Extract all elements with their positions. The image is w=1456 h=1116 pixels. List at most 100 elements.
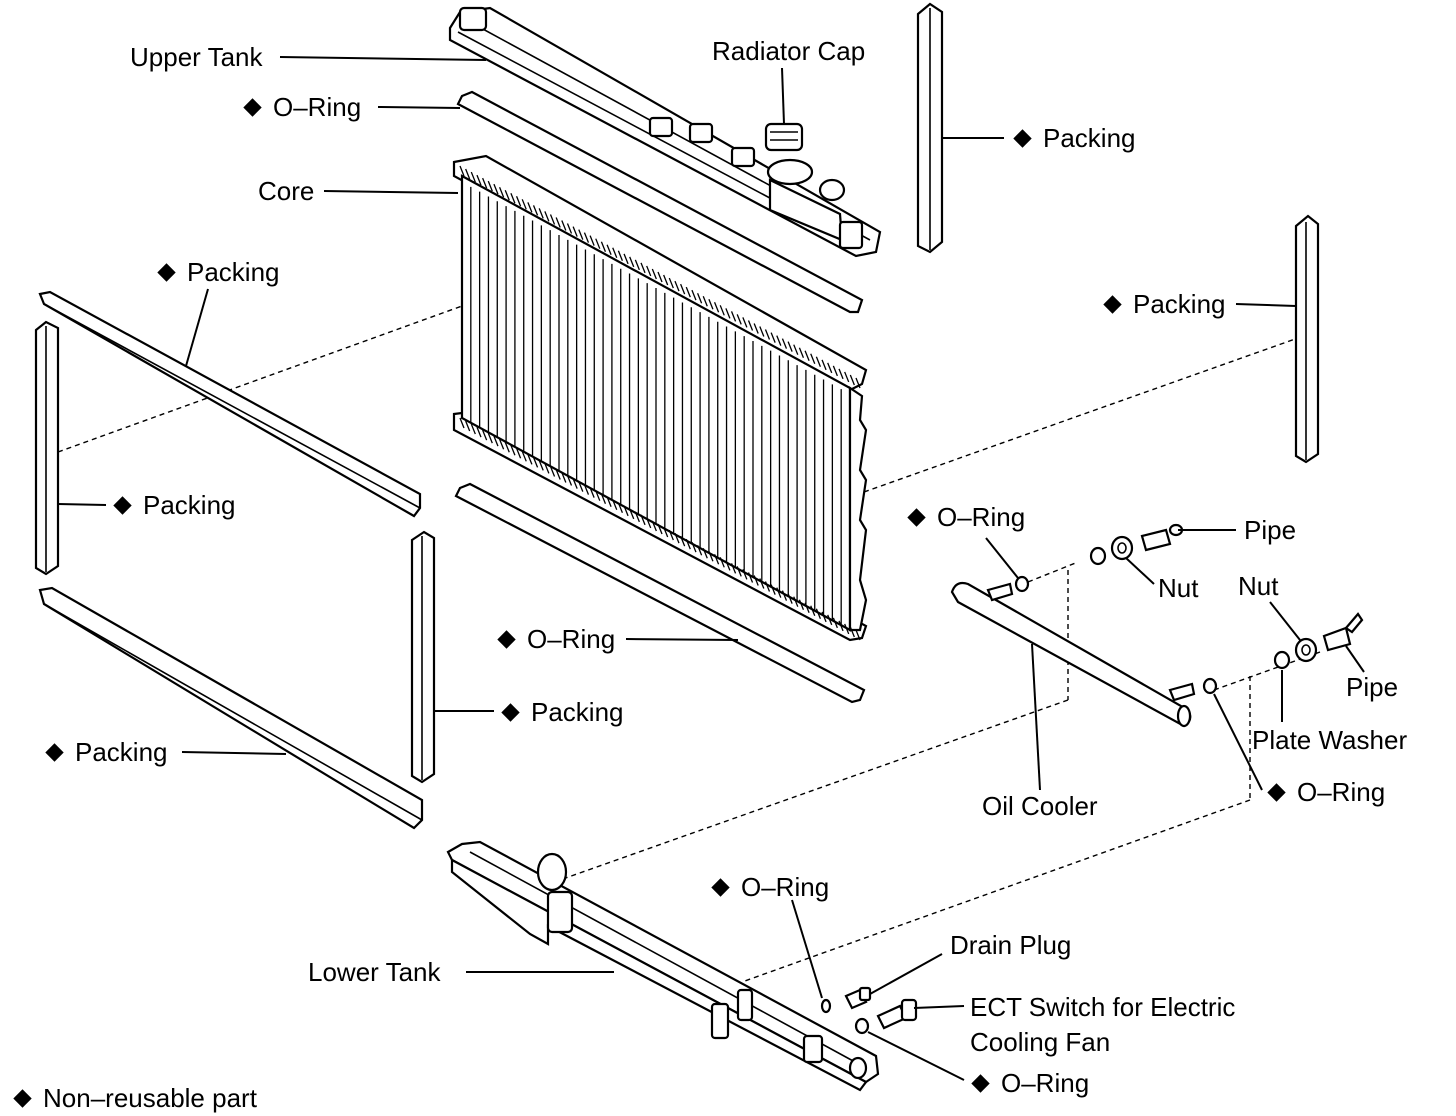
core-tooth	[844, 371, 850, 383]
core-tooth	[504, 441, 510, 453]
label-nut-lower: Nut	[1238, 571, 1279, 601]
core-tooth	[595, 490, 601, 501]
core-tooth	[736, 314, 742, 325]
core-tooth	[730, 563, 737, 574]
core-tooth	[515, 448, 522, 459]
core-tooth	[685, 538, 691, 550]
non-reusable-diamond-icon	[1103, 295, 1122, 314]
core-tooth	[634, 259, 640, 271]
core-tooth	[810, 353, 816, 365]
core-tooth	[815, 608, 822, 620]
label-oil-cooler: Oil Cooler	[982, 791, 1098, 821]
core-tooth	[606, 496, 612, 507]
core-tooth	[787, 341, 793, 352]
core-tooth	[855, 629, 861, 641]
core-tooth	[781, 338, 788, 349]
core-tooth	[482, 177, 488, 189]
core-tooth	[487, 432, 493, 444]
core-tooth	[685, 286, 691, 298]
core-tooth	[832, 365, 838, 377]
core-tooth	[713, 302, 720, 313]
core-teeth-bottom	[459, 417, 861, 641]
core-tooth	[572, 226, 578, 237]
label-packing-left-vertical: Packing	[113, 490, 236, 520]
core-tooth	[764, 329, 771, 340]
core-tooth	[583, 232, 590, 243]
core-tooth	[515, 196, 522, 207]
core-tooth	[759, 578, 765, 589]
core-tooth	[538, 208, 544, 219]
label-o-ring-plate: O–Ring	[1267, 777, 1385, 807]
label-o-ring-oil-cooler: O–Ring	[907, 502, 1025, 532]
core-tooth	[561, 220, 567, 231]
core-tooth	[555, 469, 561, 480]
label-o-ring-ect: O–Ring	[971, 1068, 1089, 1098]
drain-plug	[844, 986, 872, 1010]
ect-switch	[876, 998, 918, 1030]
non-reusable-diamond-icon	[113, 496, 132, 515]
core-tooth	[538, 460, 544, 471]
core-tooth	[527, 202, 533, 213]
core-tooth	[549, 466, 556, 477]
core-tooth	[844, 623, 850, 635]
core-tooth	[793, 344, 799, 355]
core-tooth	[521, 199, 527, 210]
core-tooth	[623, 253, 629, 265]
core-tooth	[629, 256, 635, 268]
label-packing-bottom-left: Packing	[45, 737, 168, 767]
core-tooth	[532, 205, 539, 216]
non-reusable-diamond-icon	[13, 1089, 32, 1108]
core-tooth	[510, 193, 516, 204]
label-ect-switch-line1: ECT Switch for Electric	[970, 992, 1236, 1022]
core-tooth	[747, 320, 754, 331]
core-tooth	[696, 544, 703, 556]
core-tooth	[657, 271, 663, 283]
label-o-ring-upper: O–Ring	[243, 92, 361, 122]
label-plate-washer: Plate Washer	[1252, 725, 1408, 755]
core-tooth	[640, 262, 646, 274]
core-tooth	[561, 472, 567, 483]
packing-upper-left-horizontal	[38, 290, 422, 518]
core-tooth	[617, 502, 624, 514]
label-packing-upper-left: Packing	[157, 257, 280, 287]
core-tooth	[838, 620, 844, 632]
core-tooth	[832, 617, 838, 629]
core-tooth	[770, 584, 776, 595]
core-tooth	[849, 626, 855, 638]
core-tooth	[482, 429, 488, 441]
core-tooth	[527, 454, 533, 465]
core-tooth	[600, 493, 607, 504]
core-tooth	[747, 572, 754, 583]
oil-cooler	[950, 581, 1196, 728]
core-tooth	[459, 417, 465, 429]
core-tooth	[696, 292, 703, 304]
core-tooth	[810, 605, 816, 617]
core-tooth	[668, 277, 674, 289]
core-tooth	[470, 423, 476, 435]
core-tooth	[849, 374, 855, 386]
label-packing-top-right: Packing	[1013, 123, 1136, 153]
label-nut-upper: Nut	[1158, 573, 1199, 603]
core-tooth	[566, 475, 573, 486]
core-tooth	[493, 183, 499, 195]
core-tooth	[674, 532, 680, 544]
core-tooth	[804, 350, 810, 361]
packing-top-right	[916, 2, 944, 254]
core-tooth	[804, 602, 810, 613]
core-tooth	[764, 581, 771, 592]
core-tooth	[555, 217, 561, 228]
lower-o-ring-gasket	[454, 482, 866, 704]
core-tooth	[521, 451, 527, 462]
legend-non-reusable-part: Non–reusable part	[13, 1083, 257, 1113]
core-tooth	[640, 514, 646, 526]
core-tooth	[838, 368, 844, 380]
label-radiator-cap: Radiator Cap	[712, 36, 866, 66]
packing-left-vertical	[34, 320, 60, 576]
core-tooth	[476, 426, 482, 438]
non-reusable-diamond-icon	[243, 98, 262, 117]
core-tooth	[787, 593, 793, 604]
core-tooth	[510, 445, 516, 456]
label-packing-right: Packing	[1103, 289, 1226, 319]
core-tooth	[793, 596, 799, 607]
non-reusable-diamond-icon	[157, 263, 176, 282]
